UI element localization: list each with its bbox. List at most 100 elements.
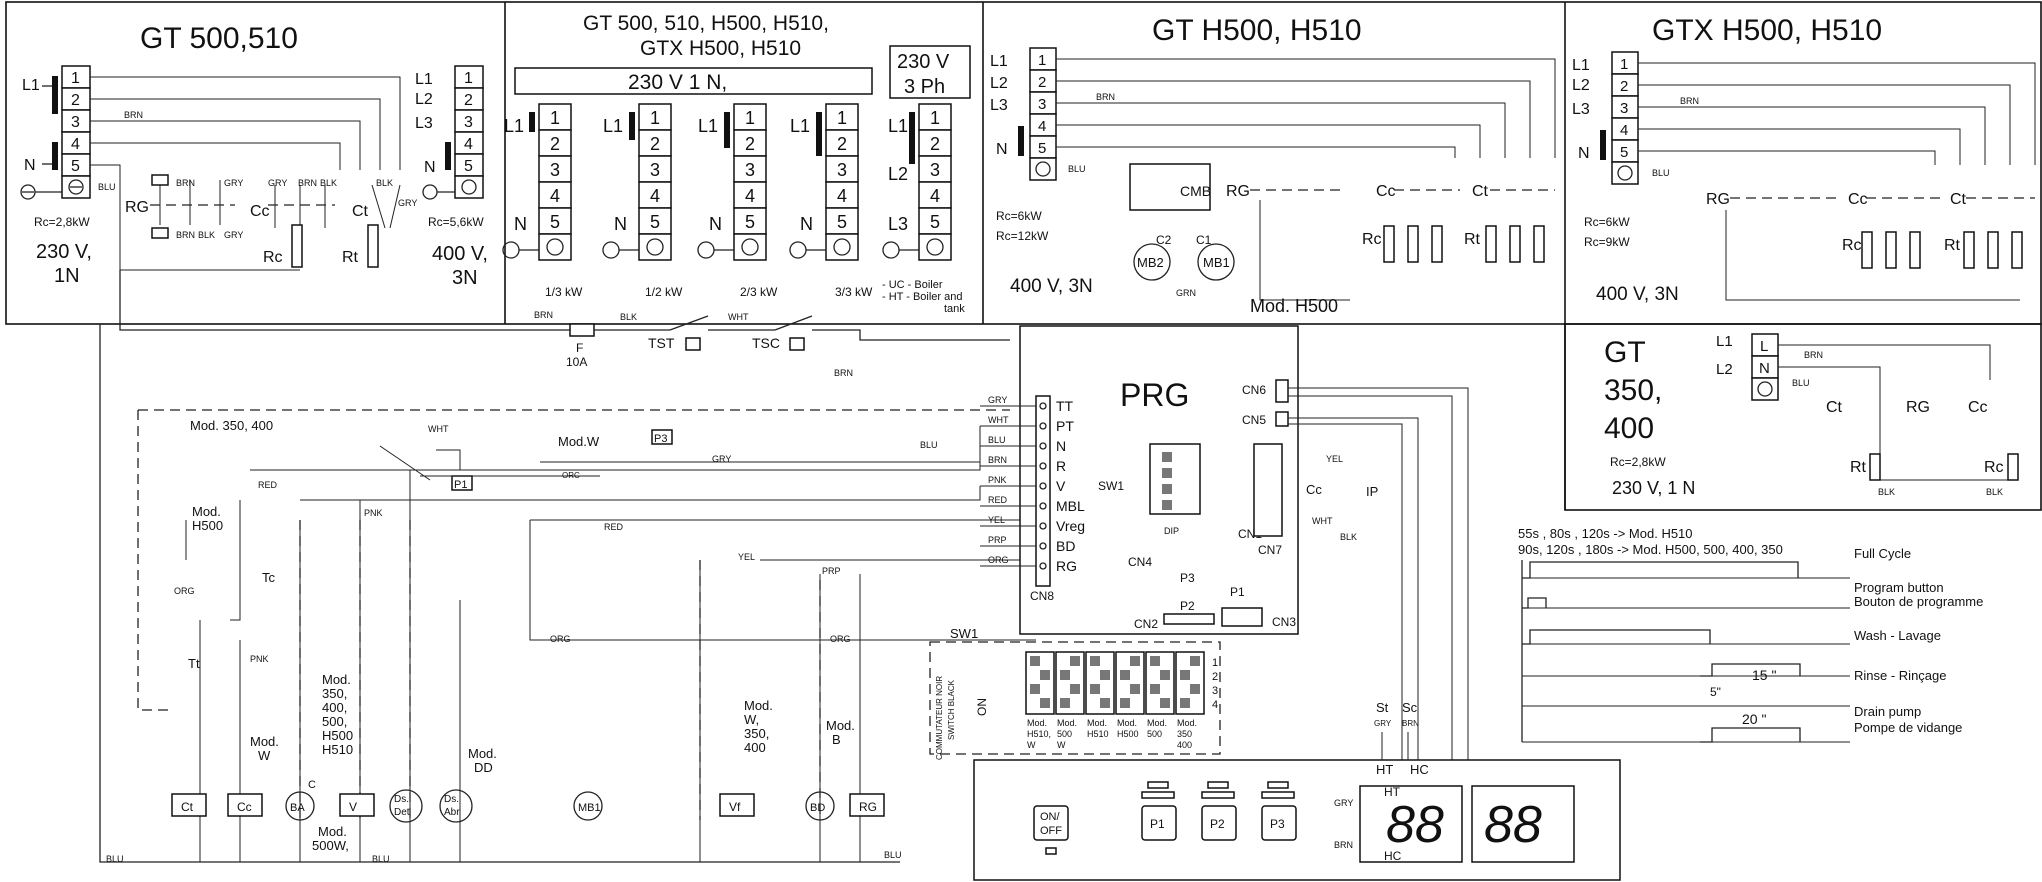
svg-text:400: 400: [1604, 412, 1654, 445]
svg-text:Rc=6kW: Rc=6kW: [1584, 215, 1630, 229]
terminal-label: 4: [930, 186, 940, 206]
p3-button[interactable]: P3: [1261, 781, 1297, 841]
svg-text:RG: RG: [125, 199, 149, 216]
svg-text:N: N: [24, 157, 36, 174]
svg-text:BRN: BRN: [176, 230, 195, 240]
ds-det-label: Det: [394, 807, 410, 818]
svg-text:90s, 120s , 180s -> Mod. H500,: 90s, 120s , 180s -> Mod. H500, 500, 400,…: [1518, 542, 1783, 557]
svg-text:5: 5: [71, 158, 80, 175]
panel-heating-blocks: GT 500, 510, H500, H510, GTX H500, H510 …: [514, 12, 971, 99]
svg-text:55s , 80s , 120s -> Mod. H510: 55s , 80s , 120s -> Mod. H510: [1518, 526, 1693, 541]
timing-chart: 55s , 80s , 120s -> Mod. H510 90s, 120s …: [1518, 526, 1983, 743]
supply-line: BRN BLK WHT BRN F 10A TST TSC: [119, 270, 1010, 378]
svg-text:2: 2: [1620, 78, 1628, 95]
svg-text:Rc=9kW: Rc=9kW: [1584, 235, 1630, 249]
svg-text:10A: 10A: [566, 355, 587, 369]
svg-text:GRY: GRY: [712, 454, 731, 464]
svg-text:BLK: BLK: [376, 178, 393, 188]
svg-text:5: 5: [1620, 144, 1628, 161]
component-box: [849, 793, 885, 817]
component-label: Cc: [237, 800, 252, 814]
svg-text:- HT - Boiler and: - HT - Boiler and: [882, 291, 963, 303]
svg-text:Rc: Rc: [263, 249, 283, 266]
svg-text:L1: L1: [1716, 333, 1733, 350]
svg-text:ORG: ORG: [174, 586, 195, 596]
mod-500w-label: Mod.: [318, 824, 347, 839]
svg-text:DIP: DIP: [1164, 526, 1179, 536]
cn8-pin-label: V: [1056, 478, 1066, 494]
svg-text:Mod. 350, 400: Mod. 350, 400: [190, 418, 273, 433]
sw-model-label: Mod.: [1027, 718, 1047, 728]
gtx-terminals: 1 2 3 4 5: [1611, 51, 1639, 185]
svg-text:OFF: OFF: [1040, 825, 1062, 837]
cn8-wire-label: PRP: [988, 535, 1007, 545]
p1-button[interactable]: P1: [1141, 781, 1177, 841]
mod-list-label: H510: [322, 742, 353, 757]
cn8-pin-label: R: [1056, 458, 1066, 474]
svg-text:88: 88: [1386, 796, 1444, 854]
svg-text:P1: P1: [1230, 585, 1245, 599]
sw-model-label: 500: [1147, 729, 1162, 739]
svg-text:GRY: GRY: [1374, 719, 1392, 728]
component-box: [719, 793, 755, 817]
on-off-button[interactable]: ON/ OFF: [1033, 805, 1069, 855]
svg-text:BLU: BLU: [884, 850, 902, 860]
terminal-label: 2: [837, 134, 847, 154]
p2-button[interactable]: P2: [1201, 781, 1237, 841]
svg-text:P2: P2: [1210, 817, 1225, 831]
svg-text:WHT: WHT: [428, 424, 449, 434]
svg-text:L1: L1: [415, 71, 433, 88]
component-label: Vf: [729, 800, 741, 814]
svg-text:BRN: BRN: [176, 178, 195, 188]
svg-text:tank: tank: [944, 303, 965, 315]
svg-text:PNK: PNK: [250, 654, 269, 664]
svg-text:P1: P1: [454, 479, 467, 491]
svg-text:Ct: Ct: [1472, 183, 1489, 200]
svg-text:400 V,: 400 V,: [432, 243, 488, 265]
svg-text:L3: L3: [888, 214, 908, 234]
sw-model-label: 500: [1057, 729, 1072, 739]
svg-text:L: L: [1760, 338, 1768, 355]
cn8-pin: [1039, 522, 1047, 530]
gt500-terminal-strip: 1 2 3 4 5: [61, 65, 91, 199]
terminal-label: 5: [930, 212, 940, 232]
svg-text:Rc: Rc: [1984, 459, 2004, 476]
svg-text:CN3: CN3: [1272, 615, 1296, 629]
terminal-label: 3: [650, 160, 660, 180]
svg-text:CN6: CN6: [1242, 383, 1266, 397]
terminal-label: 1: [745, 108, 755, 128]
terminal-label: 2: [650, 134, 660, 154]
svg-text:Rc=2,8kW: Rc=2,8kW: [34, 215, 90, 229]
svg-text:Rc=2,8kW: Rc=2,8kW: [1610, 455, 1666, 469]
panel-gth500: GT H500, H510 L1 L2 L3 N 1 2 3 4 5 BRN B…: [990, 14, 1556, 316]
svg-text:BRN: BRN: [1680, 96, 1699, 106]
cn8-pin-label: TT: [1056, 398, 1074, 414]
svg-text:Cc: Cc: [250, 203, 270, 220]
svg-text:ORG: ORG: [550, 634, 571, 644]
mod-w-label: Mod.: [250, 734, 279, 749]
svg-text:BRN: BRN: [1096, 92, 1115, 102]
component-label: BD: [810, 802, 825, 814]
gt350-frame: [1564, 323, 2042, 511]
svg-text:Mod.: Mod.: [192, 504, 221, 519]
component-label: MB1: [578, 802, 601, 814]
svg-text:BRN: BRN: [1334, 840, 1353, 850]
svg-text:RG: RG: [1226, 183, 1250, 200]
svg-text:L3: L3: [990, 97, 1008, 114]
svg-text:MB1: MB1: [1203, 255, 1230, 270]
svg-text:HC: HC: [1384, 849, 1402, 863]
svg-text:Pompe de vidange: Pompe de vidange: [1854, 720, 1962, 735]
svg-text:L1: L1: [888, 116, 908, 136]
svg-text:BLK: BLK: [320, 178, 337, 188]
sw-on-label: ON: [975, 698, 989, 716]
sw-model-label: 350: [1177, 729, 1192, 739]
mod-w350-label: W,: [744, 712, 759, 727]
svg-text:4: 4: [71, 136, 80, 153]
svg-text:Rc=6kW: Rc=6kW: [996, 209, 1042, 223]
svg-text:L2: L2: [888, 164, 908, 184]
svg-text:GRY: GRY: [268, 178, 287, 188]
ds-abr-label: Ds.: [444, 794, 459, 805]
